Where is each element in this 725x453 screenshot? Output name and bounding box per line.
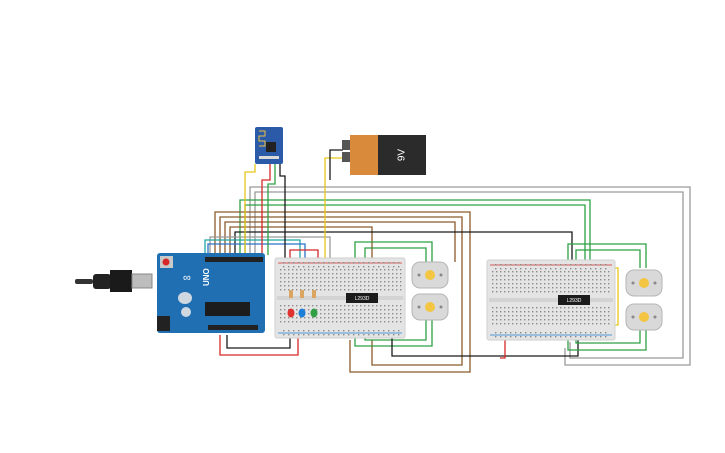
breadboard-right-channel [489, 298, 613, 302]
wire-battery-black [329, 149, 343, 180]
wifi-pins [259, 156, 279, 159]
usb-plug-head [110, 270, 132, 292]
wire-green-a [239, 199, 591, 262]
breadboard-left-holes [280, 262, 402, 336]
driver-chip-left [346, 293, 378, 303]
power-jack [157, 316, 170, 331]
wire-brown-4 [229, 226, 373, 262]
wire-battery-yellow [324, 157, 343, 262]
motor-left-top[interactable] [411, 261, 449, 289]
usb-connector [131, 273, 153, 289]
antenna-icon [258, 130, 266, 147]
resistor-2 [300, 290, 304, 298]
battery-label: 9V [397, 149, 408, 162]
wire-brown-1 [214, 211, 471, 373]
wire-red-power-1 [289, 249, 319, 262]
driver-right-label: L293D [567, 298, 582, 304]
battery-cap [350, 135, 378, 175]
wire-brown-3 [224, 221, 456, 262]
breadboard-left-channel [277, 296, 403, 300]
led-red [287, 308, 295, 318]
arduino-reset-button[interactable] [162, 258, 170, 266]
wire-esp-green [267, 164, 276, 255]
motor-right-bottom[interactable] [625, 303, 663, 331]
wire-motor-green-5 [567, 243, 647, 268]
wire-brown-2 [219, 216, 463, 366]
analog-header [208, 325, 258, 330]
wire-red-power-2 [500, 335, 506, 359]
wire-motor-green-1 [354, 241, 433, 265]
wire-motor-green-2 [364, 247, 427, 265]
motor-shaft [425, 270, 435, 280]
wire-green-b [244, 204, 586, 262]
wire-red-bottom [219, 335, 299, 356]
wire-esp-yellow [244, 164, 256, 255]
arduino-model-label: UNO [202, 268, 211, 286]
capacitor [178, 292, 192, 304]
motor-terminal [439, 305, 443, 309]
breadboard-right-holes [492, 264, 610, 338]
motor-shaft [639, 278, 649, 288]
motor-terminal [417, 305, 421, 309]
wire-gray-short [209, 236, 331, 262]
arduino-uno[interactable]: ∞ UNO [157, 253, 265, 333]
motor-left-bottom[interactable] [411, 293, 449, 321]
breadboard-left[interactable]: L293D [274, 257, 406, 339]
battery-terminal-b [342, 152, 350, 162]
wire-esp-black [279, 164, 286, 262]
battery-terminal-a [342, 140, 350, 150]
led-blue [298, 308, 306, 318]
arduino-logo: ∞ [183, 272, 191, 284]
motor-terminal [653, 281, 657, 285]
motor-terminal [417, 273, 421, 277]
usb-cable-cord [75, 279, 93, 284]
resistor-3 [312, 290, 316, 298]
wire-gray-1 [249, 186, 691, 366]
arduino-board [157, 253, 265, 333]
wire-teal [204, 239, 301, 262]
atmega-chip [205, 302, 250, 316]
battery-9v[interactable]: 9V [342, 135, 426, 175]
motor-terminal [631, 281, 635, 285]
motor-right-top[interactable] [625, 269, 663, 297]
capacitor-2 [181, 307, 191, 317]
motor-shaft [425, 302, 435, 312]
wire-black-bottom [226, 335, 291, 349]
breadboard-right[interactable]: L293D [486, 259, 616, 341]
wire-blue [207, 243, 306, 262]
driver-left-label: L293D [355, 296, 370, 302]
motor-terminal [631, 315, 635, 319]
usb-plug-body [93, 274, 111, 289]
battery-body [378, 135, 426, 175]
usb-cable [75, 270, 153, 292]
driver-chip-right [558, 295, 590, 305]
wire-gray-2 [254, 191, 684, 359]
wire-motor-green-6 [575, 249, 641, 268]
digital-header [205, 257, 263, 262]
wifi-module[interactable] [255, 127, 283, 164]
resistor-1 [289, 290, 293, 298]
wire-esp-red [261, 164, 271, 255]
motor-terminal [439, 273, 443, 277]
led-green [310, 308, 318, 318]
wifi-chip [266, 142, 276, 152]
motor-shaft [639, 312, 649, 322]
motor-terminal [653, 315, 657, 319]
